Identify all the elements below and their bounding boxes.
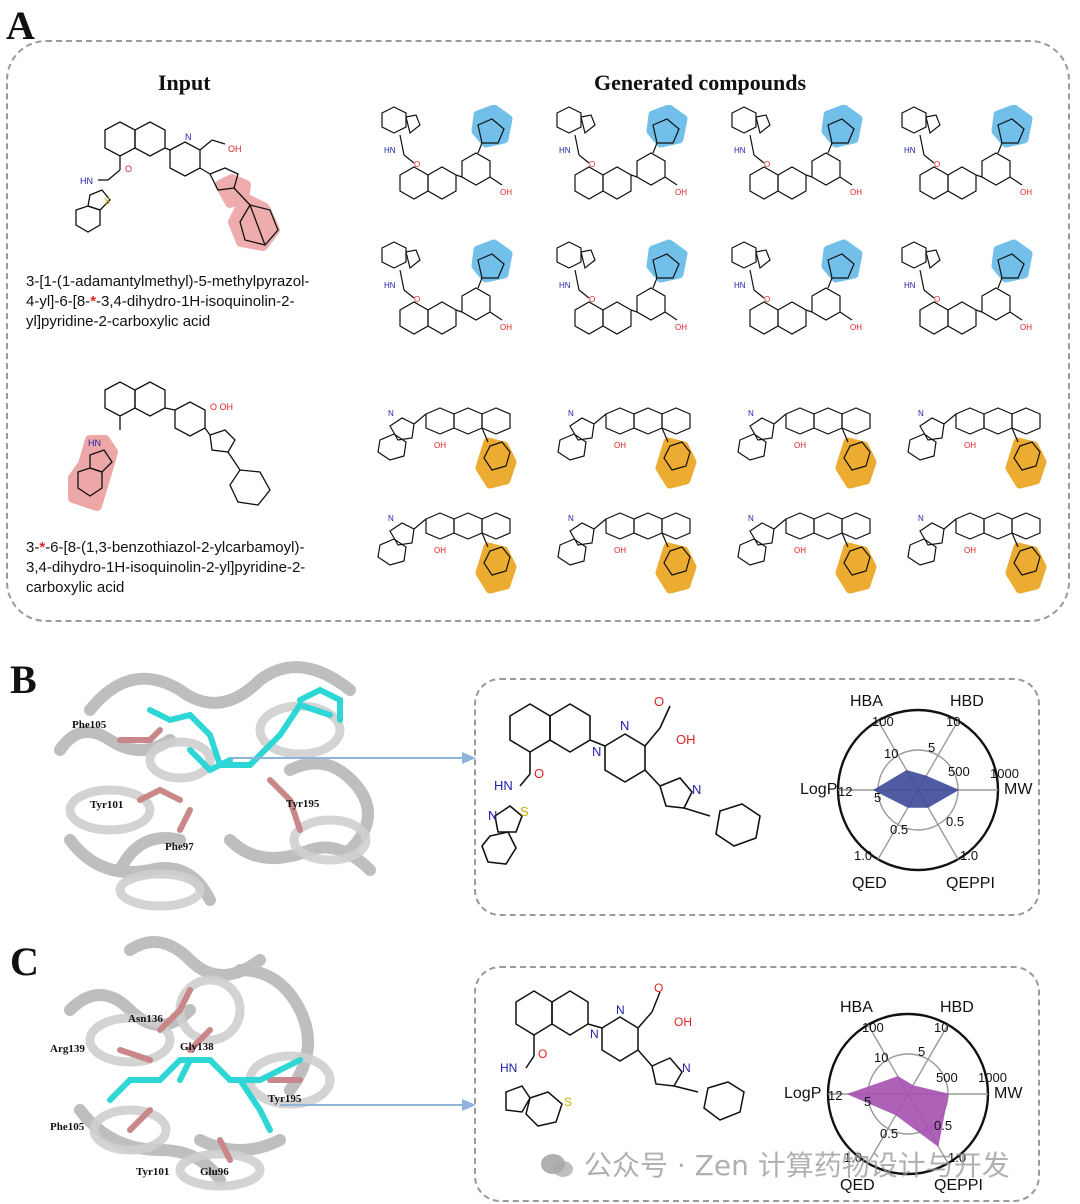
residue-label: Phe105 [50, 1121, 85, 1133]
radar-tick: 10 [934, 1020, 948, 1035]
radar-axis-label: HBD [950, 693, 984, 710]
watermark: 公众号 · Zen 计算药物设计与开发 [540, 1144, 1010, 1184]
radar-axis-label: MW [1004, 781, 1033, 798]
svg-text:N: N [692, 782, 701, 797]
radar-tick: 5 [918, 1044, 925, 1059]
svg-text:OH: OH [674, 1015, 692, 1029]
radar-axis-label: MW [994, 1085, 1023, 1102]
radar-tick: 10 [884, 746, 898, 761]
radar-profile-polygon [872, 770, 960, 808]
radar-tick: 1.0 [844, 1150, 862, 1165]
residue-label: Tyr101 [136, 1166, 169, 1178]
panel-b-radar-chart: HBA HBD MW QEPPI QED LogP 10 100 5 10 50… [800, 693, 1033, 892]
radar-tick: 1000 [990, 766, 1019, 781]
input-heading: Input [158, 70, 211, 95]
residue-label: Asn136 [128, 1013, 163, 1025]
radar-axis-label: LogP [800, 781, 837, 798]
svg-text:O: O [534, 766, 544, 781]
panel-a-letter: A [6, 3, 35, 48]
panel-a-frame [6, 40, 1070, 622]
radar-axis-label: HBD [940, 999, 974, 1016]
svg-text:O OH: O OH [210, 402, 233, 412]
radar-spoke [907, 1024, 949, 1095]
radar-tick: 5 [928, 740, 935, 755]
radar-tick: 1.0 [960, 848, 978, 863]
svg-text:HN: HN [88, 438, 101, 448]
panel-c-radar-chart: HBA HBD MW QEPPI QED LogP 10 100 5 10 50… [784, 999, 1023, 1194]
radar-tick: 1000 [978, 1070, 1007, 1085]
panel-c-letter: C [10, 939, 39, 984]
radar-profile-polygon [846, 1076, 949, 1147]
svg-text:O: O [654, 694, 664, 709]
svg-text:OH: OH [676, 732, 696, 747]
residue-label: Arg139 [50, 1043, 85, 1055]
panel-c-molecule: O HN S O OH N N N [500, 981, 745, 1127]
radar-axis-label: QED [852, 875, 887, 892]
radar-tick: 12 [838, 784, 852, 799]
radar-tick: 0.5 [934, 1118, 952, 1133]
radar-tick: 1.0 [854, 848, 872, 863]
panel-c-frame [474, 966, 1040, 1202]
svg-text:N: N [616, 1003, 625, 1017]
radar-tick: 100 [872, 714, 894, 729]
panel-b-letter: B [10, 657, 37, 702]
radar-tick: 500 [936, 1070, 958, 1085]
radar-tick: 0.5 [946, 814, 964, 829]
svg-text:HN: HN [500, 1061, 517, 1075]
radar-tick: 0.5 [890, 822, 908, 837]
svg-text:O: O [125, 164, 132, 174]
radar-tick: 5 [864, 1094, 871, 1109]
panel-c-protein-structure: Asn136 Arg139 Gly138 Tyr195 Phe105 Tyr10… [50, 936, 335, 1191]
radar-tick: 10 [946, 714, 960, 729]
input-molecule-1: O HN S OH N [75, 121, 280, 251]
input-1-iupac-name: 3-[1-(1-adamantylmethyl)-5-methylpyrazol… [26, 273, 310, 330]
radar-axis-label: QEPPI [934, 1177, 983, 1194]
residue-label: Phe105 [72, 719, 107, 731]
generated-compounds-orange: N OH [370, 390, 1070, 610]
panel-b-protein-structure: Phe105 Tyr101 Phe97 Tyr195 [54, 661, 376, 911]
radar-tick: 12 [828, 1088, 842, 1103]
radar-axis-label: QEPPI [946, 875, 995, 892]
svg-text:N: N [682, 1061, 691, 1075]
residue-label: Tyr195 [268, 1093, 302, 1105]
svg-text:S: S [104, 196, 110, 206]
svg-text:N: N [592, 744, 601, 759]
generated-heading: Generated compounds [594, 70, 807, 95]
svg-text:HN: HN [494, 778, 513, 793]
svg-text:HN: HN [80, 176, 93, 186]
svg-text:N: N [590, 1027, 599, 1041]
svg-text:S: S [564, 1095, 572, 1109]
residue-label: Tyr101 [90, 799, 123, 811]
residue-label: Phe97 [165, 841, 194, 853]
input-2-iupac-name: 3-*-6-[8-(1,3-benzothiazol-2-ylcarbamoyl… [26, 539, 306, 596]
svg-text:N: N [185, 132, 192, 142]
radar-axis-label: HBA [850, 693, 883, 710]
radar-tick: 500 [948, 764, 970, 779]
panel-b-molecule: O HN N S O OH N N N [481, 694, 761, 865]
radar-tick: 100 [862, 1020, 884, 1035]
radar-tick: 10 [874, 1050, 888, 1065]
panel-b-frame [474, 678, 1040, 916]
radar-axis-label: QED [840, 1177, 875, 1194]
radar-axis-label: HBA [840, 999, 873, 1016]
svg-text:O: O [654, 981, 663, 995]
svg-text:OH: OH [228, 144, 242, 154]
wechat-icon [540, 1153, 574, 1179]
radar-tick: 5 [874, 790, 881, 805]
residue-label: Tyr195 [286, 798, 320, 810]
input-molecule-2: O OH HN [68, 381, 271, 511]
radar-tick: 0.5 [880, 1126, 898, 1141]
panel-c-arrow [280, 1099, 476, 1111]
generated-compounds-blue: HN O OH [370, 105, 1070, 375]
svg-text:N: N [620, 718, 629, 733]
residue-label: Glu96 [200, 1166, 229, 1178]
residue-label: Gly138 [180, 1041, 214, 1053]
svg-text:S: S [520, 804, 529, 819]
svg-text:N: N [488, 808, 497, 823]
svg-text:O: O [538, 1047, 547, 1061]
panel-b-arrow [230, 752, 476, 764]
radar-axis-label: LogP [784, 1085, 821, 1102]
radar-tick: 1.0 [948, 1150, 966, 1165]
